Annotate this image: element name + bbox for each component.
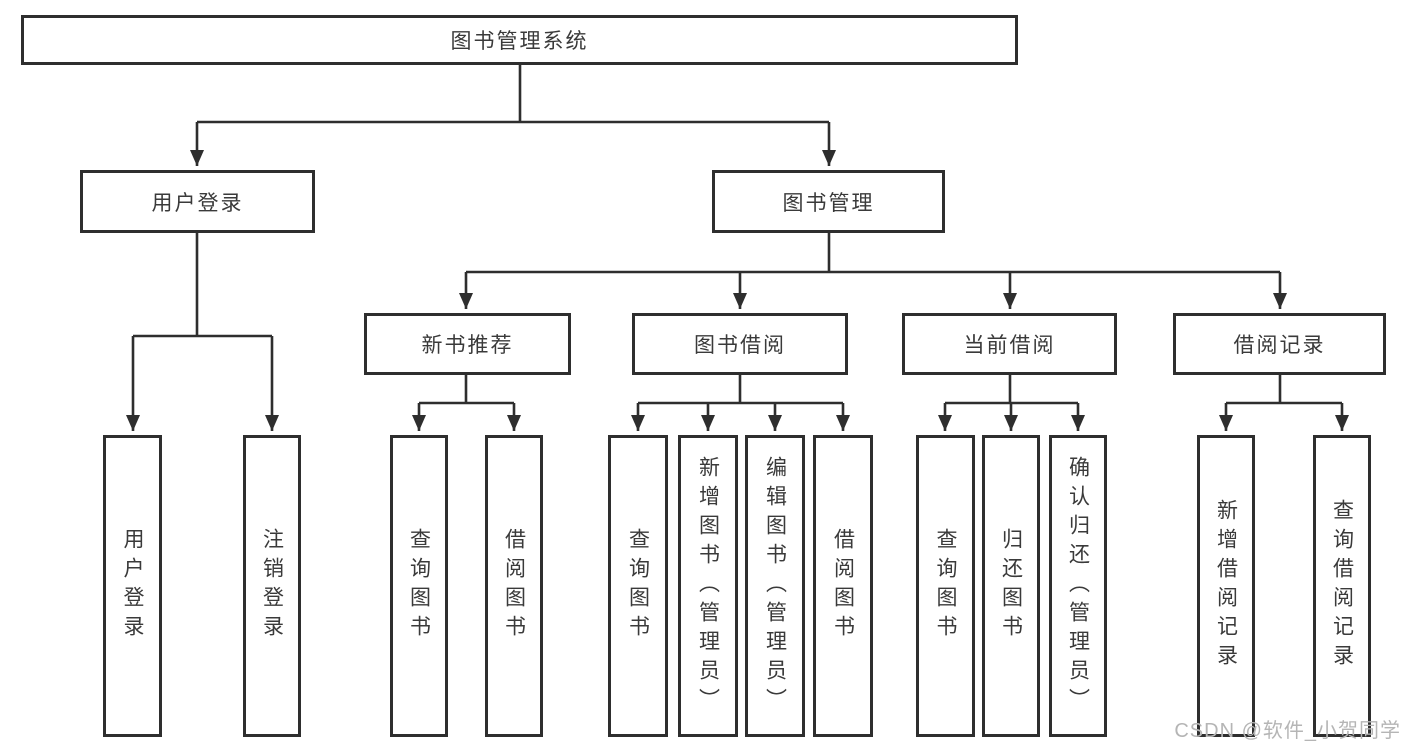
connector-user-login-to-leaves (126, 233, 279, 431)
leaf-logout-label: 注销登录 (260, 528, 284, 644)
leaf-confirm-return-admin: 确认归还（管理员） (1049, 435, 1107, 737)
node-current-borrow: 当前借阅 (902, 313, 1117, 375)
leaf-return-book: 归还图书 (982, 435, 1040, 737)
node-book-borrow: 图书借阅 (632, 313, 848, 375)
node-root: 图书管理系统 (21, 15, 1018, 65)
connector-borrow-record-to-leaves (1219, 375, 1349, 431)
leaf-add-book-admin: 新增图书（管理员） (678, 435, 738, 737)
leaf-add-borrow-record: 新增借阅记录 (1197, 435, 1255, 737)
watermark: CSDN @软件_小贺同学 (1174, 720, 1401, 742)
leaf-user-login: 用户登录 (103, 435, 162, 737)
leaf-borrow-book-recommend: 借阅图书 (485, 435, 543, 737)
leaf-add-book-admin-label: 新增图书（管理员） (696, 455, 720, 717)
leaf-query-book-borrow: 查询图书 (608, 435, 668, 737)
connector-root-to-level2 (190, 65, 836, 166)
node-book-management: 图书管理 (712, 170, 945, 233)
connector-book-borrow-to-leaves (631, 375, 850, 431)
leaf-query-borrow-record: 查询借阅记录 (1313, 435, 1371, 737)
node-book-borrow-label: 图书借阅 (694, 334, 786, 357)
leaf-query-book-borrow-label: 查询图书 (626, 528, 650, 644)
leaf-query-book-current-label: 查询图书 (934, 528, 957, 644)
connector-current-borrow-to-leaves (938, 375, 1085, 431)
leaf-borrow-book-label: 借阅图书 (831, 528, 855, 644)
node-borrow-record: 借阅记录 (1173, 313, 1386, 375)
leaf-edit-book-admin-label: 编辑图书（管理员） (763, 455, 787, 717)
leaf-confirm-return-admin-label: 确认归还（管理员） (1066, 455, 1090, 717)
leaf-query-book-recommend-label: 查询图书 (407, 528, 431, 644)
leaf-borrow-book: 借阅图书 (813, 435, 873, 737)
node-user-login: 用户登录 (80, 170, 315, 233)
node-user-login-label: 用户登录 (151, 191, 244, 215)
connector-book-management-to-level3 (459, 233, 1287, 309)
leaf-query-book-current: 查询图书 (916, 435, 975, 737)
leaf-edit-book-admin: 编辑图书（管理员） (745, 435, 805, 737)
leaf-query-book-recommend: 查询图书 (390, 435, 448, 737)
leaf-add-borrow-record-label: 新增借阅记录 (1214, 499, 1238, 673)
node-current-borrow-label: 当前借阅 (963, 334, 1056, 357)
leaf-query-borrow-record-label: 查询借阅记录 (1330, 499, 1354, 673)
node-book-management-label: 图书管理 (782, 191, 875, 215)
node-new-book-recommend: 新书推荐 (364, 313, 571, 375)
leaf-logout: 注销登录 (243, 435, 301, 737)
connector-new-book-recommend-to-leaves (412, 375, 521, 431)
node-new-book-recommend-label: 新书推荐 (421, 334, 514, 357)
node-borrow-record-label: 借阅记录 (1233, 334, 1326, 357)
leaf-borrow-book-recommend-label: 借阅图书 (502, 528, 526, 644)
leaf-return-book-label: 归还图书 (999, 528, 1023, 644)
leaf-user-login-label: 用户登录 (121, 528, 144, 644)
node-root-label: 图书管理系统 (450, 30, 589, 53)
